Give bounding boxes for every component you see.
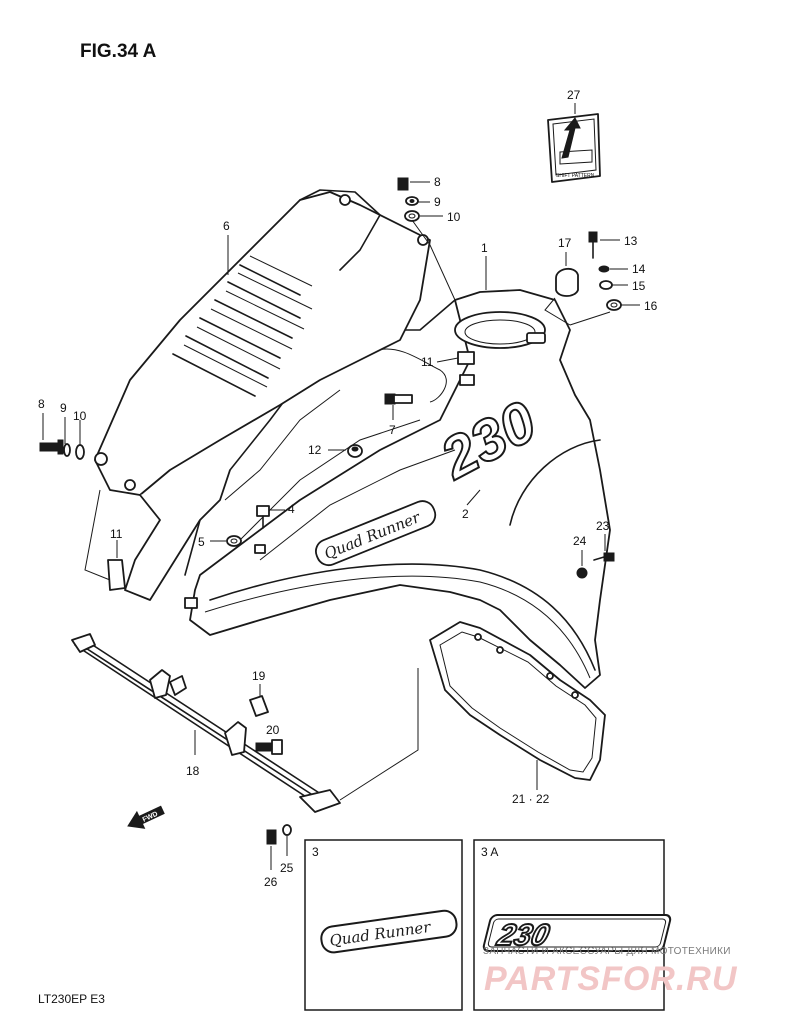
callout-7: 7 bbox=[389, 423, 396, 437]
callout-24: 24 bbox=[573, 534, 587, 548]
callout-6: 6 bbox=[223, 219, 230, 233]
bracket-rod bbox=[71, 633, 341, 813]
callout-13: 13 bbox=[624, 234, 638, 248]
callout-19: 19 bbox=[252, 669, 266, 683]
callout-4: 4 bbox=[288, 502, 295, 516]
callout-21-22: 21 · 22 bbox=[512, 792, 550, 806]
callout-26: 26 bbox=[264, 875, 278, 889]
callout-25: 25 bbox=[280, 861, 294, 875]
callout-10-top: 10 bbox=[447, 210, 461, 224]
inset-3a-label: 3 A bbox=[481, 845, 498, 859]
callouts: 1 2 4 5 6 7 8 9 10 8 9 10 11 11 12 13 14… bbox=[38, 88, 658, 889]
watermark-subtitle: ЗАПЧАСТИ И АКСЕССУАРЫ ДЛЯ МОТОТЕХНИКИ bbox=[483, 946, 731, 957]
callout-27: 27 bbox=[567, 88, 581, 102]
callout-11-left: 11 bbox=[110, 527, 123, 541]
callout-9-left: 9 bbox=[60, 401, 67, 415]
screw-7 bbox=[384, 393, 413, 420]
callout-23: 23 bbox=[596, 519, 610, 533]
mud-flap bbox=[339, 621, 606, 801]
bolt-20 bbox=[255, 739, 283, 755]
inset-3a-number: 230 bbox=[493, 918, 552, 951]
spacer-19 bbox=[249, 684, 269, 717]
callout-9-top: 9 bbox=[434, 195, 441, 209]
watermark-brand: PARTSFOR.RU bbox=[484, 960, 738, 998]
washer-5 bbox=[210, 535, 242, 547]
bolt-4 bbox=[256, 505, 285, 529]
decal-27: SHIFT PATTERN bbox=[547, 113, 601, 183]
callout-11-mid: 11 bbox=[421, 355, 434, 369]
front-cover bbox=[94, 189, 431, 601]
inset-3a: 3 A 230 bbox=[473, 839, 672, 1011]
figure-title: FIG.34 A bbox=[80, 41, 157, 62]
callout-2: 2 bbox=[462, 507, 469, 521]
callout-10-left: 10 bbox=[73, 409, 87, 423]
callout-8-top: 8 bbox=[434, 175, 441, 189]
fwd-label: FWD bbox=[142, 811, 159, 824]
callout-12: 12 bbox=[308, 443, 322, 457]
fender-mount-tab bbox=[457, 351, 475, 365]
watermark: ЗАПЧАСТИ И АКСЕССУАРЫ ДЛЯ МОТОТЕХНИКИ PA… bbox=[483, 946, 738, 998]
callout-1: 1 bbox=[481, 241, 488, 255]
fwd-arrow-icon: FWD bbox=[127, 805, 165, 829]
clip-11-left bbox=[107, 540, 126, 591]
decal-27-text: SHIFT PATTERN bbox=[556, 173, 595, 179]
callout-18: 18 bbox=[186, 764, 200, 778]
callout-5: 5 bbox=[198, 535, 205, 549]
callout-8-left: 8 bbox=[38, 397, 45, 411]
callout-14: 14 bbox=[632, 262, 646, 276]
inset-3: 3 Quad Runner bbox=[304, 839, 463, 1011]
callout-17: 17 bbox=[558, 236, 572, 250]
callout-15: 15 bbox=[632, 279, 646, 293]
hardware-25-26 bbox=[266, 824, 292, 870]
callout-20: 20 bbox=[266, 723, 280, 737]
hardware-13-17 bbox=[544, 231, 640, 326]
hardware-23-24 bbox=[576, 534, 615, 579]
bolt-group-left bbox=[39, 413, 111, 581]
bolt-group-top bbox=[397, 177, 456, 301]
inset-3-label: 3 bbox=[312, 845, 319, 859]
grommet-12 bbox=[328, 444, 363, 458]
model-code: LT230EP E3 bbox=[38, 992, 105, 1006]
callout-16: 16 bbox=[644, 299, 658, 313]
